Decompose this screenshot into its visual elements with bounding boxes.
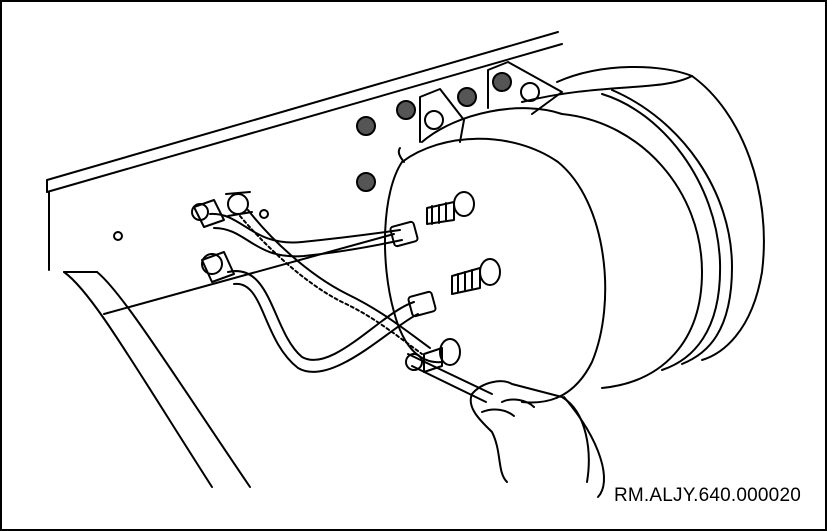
figure-reference-code: RM.ALJY.640.000020 (613, 485, 801, 506)
mounting-brackets (356, 61, 563, 192)
air-hoses (209, 209, 437, 373)
wrench-and-hand (405, 353, 606, 498)
chassis-rail (46, 31, 563, 488)
hose-connectors (191, 191, 253, 283)
air-tank (384, 66, 765, 404)
tank-fittings (423, 191, 501, 373)
